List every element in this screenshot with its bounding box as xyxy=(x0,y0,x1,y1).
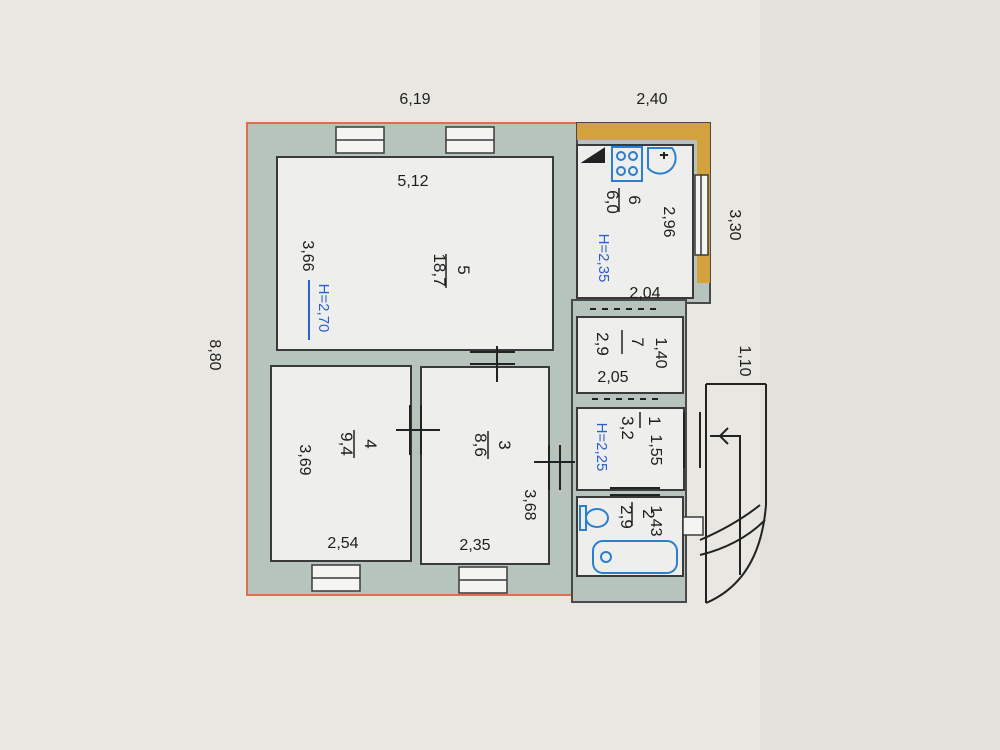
room-7-length: 1,40 xyxy=(652,337,669,368)
room-5-area: 18,7 xyxy=(430,253,449,286)
room-7-width: 2,05 xyxy=(597,369,628,386)
bathroom-fixtures xyxy=(579,505,678,574)
toilet-icon xyxy=(585,508,609,528)
dim-top-main: 6,19 xyxy=(399,91,430,108)
windows xyxy=(311,126,709,594)
room-6-width: 2,04 xyxy=(629,285,660,302)
room-6-number: 6 xyxy=(625,195,644,204)
room-6-area: 6,0 xyxy=(603,190,622,214)
porch xyxy=(699,383,767,604)
dim-right-side: 3,30 xyxy=(726,209,743,240)
room-1-number: 1 xyxy=(645,416,664,425)
room-5-height: H=2,70 xyxy=(315,284,332,333)
room-7-floor xyxy=(576,316,684,394)
entry-arrow xyxy=(722,435,741,575)
room-3-number: 3 xyxy=(495,440,514,449)
room-4-number: 4 xyxy=(361,439,380,448)
sink-icon xyxy=(647,147,677,175)
room-4-length: 3,69 xyxy=(296,444,313,475)
boiler-icon xyxy=(580,147,605,163)
room-5-length: 3,66 xyxy=(299,240,316,271)
dim-porch: 1,10 xyxy=(736,345,753,376)
dim-total-height: 8,80 xyxy=(206,339,223,370)
room-3-area: 8,6 xyxy=(471,433,490,457)
room-4-floor xyxy=(270,365,412,562)
room-6-floor xyxy=(576,144,694,299)
room-3-width: 2,35 xyxy=(459,537,490,554)
room-5-floor xyxy=(276,156,554,351)
paper-shadow xyxy=(760,0,1000,750)
room-3-floor xyxy=(420,366,550,565)
stove-icon xyxy=(611,146,643,182)
doors xyxy=(396,308,701,496)
arrow-head-icon xyxy=(718,427,729,445)
room-4-area: 9,4 xyxy=(337,432,356,456)
room-5-number: 5 xyxy=(454,265,473,274)
room-6-height: H=2,35 xyxy=(595,234,612,283)
kitchen-fixtures xyxy=(580,146,677,182)
room-2-number: 2 xyxy=(639,509,658,518)
room-2-area: 2,9 xyxy=(617,505,636,529)
dim-top-side: 2,40 xyxy=(636,91,667,108)
room-5-width: 5,12 xyxy=(397,173,428,190)
room-1-height: H=2,25 xyxy=(593,423,610,472)
window-right-bath xyxy=(682,516,704,536)
room-1-length: 1,55 xyxy=(647,434,664,465)
room-7-number: 7 xyxy=(628,337,647,346)
bathtub-icon xyxy=(592,540,678,574)
room-7-area: 2,9 xyxy=(593,332,612,356)
room-4-width: 2,54 xyxy=(327,535,358,552)
room-6-length: 2,96 xyxy=(660,206,677,237)
room-1-area: 3,2 xyxy=(618,416,637,440)
rooms xyxy=(270,144,694,577)
ochre-wall-segment xyxy=(577,123,710,283)
room-1-floor xyxy=(576,407,685,491)
room-2-length: 1,43 xyxy=(647,505,664,536)
room-3-length: 3,68 xyxy=(521,489,538,520)
